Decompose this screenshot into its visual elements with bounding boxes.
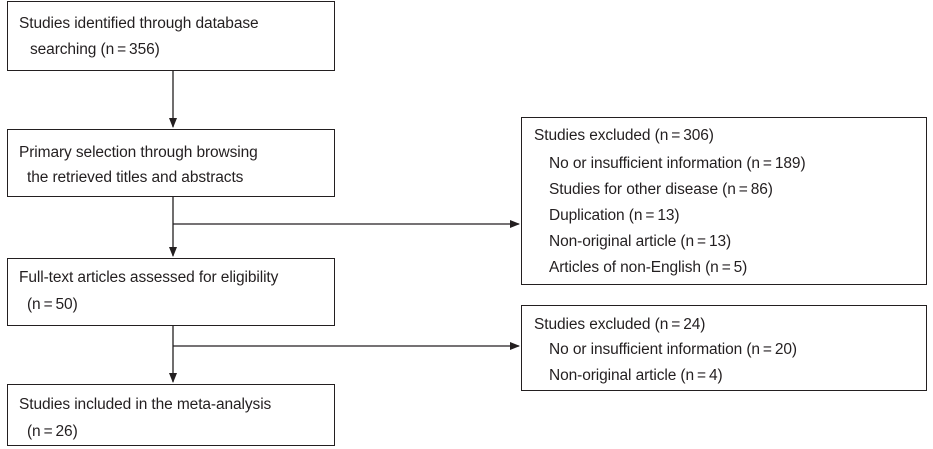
fulltext-line-2: (n = 50) bbox=[27, 296, 78, 313]
identified-line-1: Studies identified through database bbox=[19, 15, 259, 32]
primary-line-1: Primary selection through browsing bbox=[19, 144, 258, 161]
included-line-1: Studies included in the meta-analysis bbox=[19, 396, 272, 413]
excluded-box-2: Studies excluded (n = 24) No or insuffic… bbox=[521, 305, 927, 391]
excluded-2-item: Non-original article (n = 4) bbox=[549, 367, 723, 384]
excluded-1-item: Articles of non-English (n = 5) bbox=[549, 259, 748, 276]
primary-selection-box: Primary selection through browsing the r… bbox=[7, 129, 335, 197]
excluded-1-item: Duplication (n = 13) bbox=[549, 207, 680, 224]
excluded-box-1: Studies excluded (n = 306) No or insuffi… bbox=[521, 117, 927, 285]
excluded-1-item: Studies for other disease (n = 86) bbox=[549, 181, 773, 198]
included-box: Studies included in the meta-analysis (n… bbox=[7, 384, 335, 446]
identified-box: Studies identified through database sear… bbox=[7, 1, 335, 71]
fulltext-line-1: Full-text articles assessed for eligibil… bbox=[19, 269, 279, 286]
excluded-2-item: No or insufficient information (n = 20) bbox=[549, 341, 797, 358]
primary-line-2: the retrieved titles and abstracts bbox=[27, 169, 244, 186]
excluded-2-title: Studies excluded (n = 24) bbox=[534, 316, 706, 333]
excluded-1-item: Non-original article (n = 13) bbox=[549, 233, 732, 250]
excluded-1-title: Studies excluded (n = 306) bbox=[534, 127, 714, 144]
excluded-1-item: No or insufficient information (n = 189) bbox=[549, 155, 806, 172]
identified-line-2: searching (n = 356) bbox=[30, 41, 160, 58]
included-line-2: (n = 26) bbox=[27, 423, 78, 440]
fulltext-box: Full-text articles assessed for eligibil… bbox=[7, 258, 335, 326]
